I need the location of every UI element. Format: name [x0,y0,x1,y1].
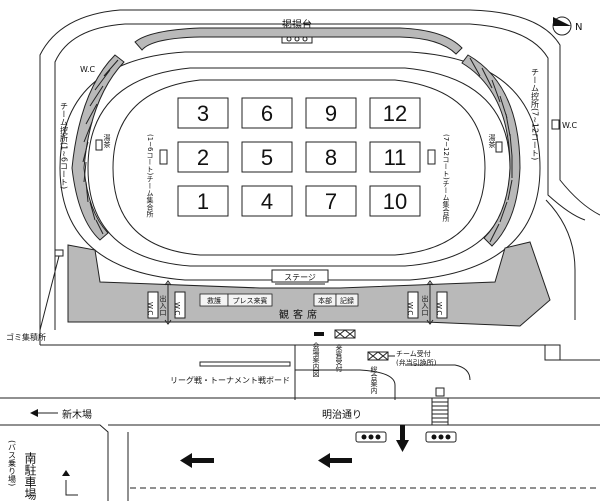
stage-label: ステージ [284,273,316,282]
svg-text:救護: 救護 [207,296,221,305]
right-gather-box [427,149,436,165]
right-gather-area: (7~12コート)チーム集合所 [442,134,450,223]
court-9 [305,97,357,129]
court-number: 5 [261,145,273,170]
court-number: 10 [383,189,407,214]
svg-text:会場案内図: 会場案内図 [312,341,320,378]
right-team-area-label: チーム控所(7~12コート) [531,68,540,160]
court-4 [241,185,293,217]
svg-text:(弁当引換所): (弁当引換所) [396,358,437,367]
court-number: 4 [261,189,273,214]
svg-text:出入口: 出入口 [159,294,167,316]
svg-text:記録: 記録 [340,296,354,305]
court-number: 3 [197,101,209,126]
left-water-station: 湯茶 [103,133,111,148]
court-3 [177,97,229,129]
crosswalk [431,387,449,426]
hq-booth: 本部 [313,293,337,307]
press-booth: プレス来賓 [227,293,273,307]
svg-text:W.C: W.C [146,302,154,315]
stand-left-wc: W.C [146,291,159,319]
right-water-station: 湯茶 [488,133,496,148]
street-curb [0,424,109,501]
svg-text:プレス来賓: プレス来賓 [233,296,268,305]
court-8 [305,141,357,173]
right-entrance: 出入口 [421,280,434,325]
left-gather-area: (1~6コート)チーム集合所 [146,134,154,218]
record-booth: 記録 [335,293,359,307]
court-number: 12 [383,101,407,126]
svg-text:本部: 本部 [318,296,332,305]
svg-text:チーム受付: チーム受付 [396,349,431,358]
left-entrance: 出入口 [159,280,172,325]
court-number: 2 [197,145,209,170]
court-7 [305,185,357,217]
svg-text:W.C: W.C [435,302,443,315]
track-inner [87,67,511,267]
garbage-box [54,249,64,257]
compass-label: N [575,22,582,33]
south-parking-label: 南駐車場 [23,451,37,501]
inner-path [54,23,586,330]
league-board: リーグ戦・トーナメント戦ボード [170,361,291,385]
arrow-left-2 [180,453,214,468]
team-reception: チーム受付 (弁当引換所) [388,349,437,367]
right-wc-label: W.C [562,121,578,130]
court-number: 7 [325,189,337,214]
compass: N [552,16,582,36]
court-12 [369,97,421,129]
left-gather-box [159,149,168,165]
svg-text:総合案内: 総合案内 [370,365,378,395]
court-11 [369,141,421,173]
court-10 [369,185,421,217]
stands-label: 観客席 [279,308,321,321]
top-stand [134,27,463,55]
court-6 [241,97,293,129]
svg-text:W.C: W.C [406,302,414,315]
garbage-label: ゴミ集積所 [6,332,46,342]
league-board-label: リーグ戦・トーナメント戦ボード [170,375,290,385]
left-water-box [95,139,103,151]
court-2 [177,141,229,173]
stand-right-wc-2: W.C [435,291,448,319]
venue-map-board: 会場案内図 [312,332,324,378]
general-info: 総合案内 [367,351,389,395]
traffic-light-left [355,431,387,443]
walkway [294,345,600,400]
south-parking: 南駐車場 (バス乗り場) [8,440,78,501]
shinkiba-label: 新木場 [62,408,92,421]
guest-reception: 来賓受付 [334,329,356,373]
court-number: 6 [261,101,273,126]
bus-stop-label: (バス乗り場) [8,440,17,486]
right-wc: W.C [551,119,578,130]
arrow-to-shinkiba: 新木場 [30,408,92,421]
right-water-box [495,141,503,153]
svg-text:出入口: 出入口 [421,294,429,316]
court-5 [241,141,293,173]
track-outer [59,51,541,281]
left-wc-top: W.C [80,65,96,74]
svg-text:W.C: W.C [173,302,181,315]
arrow-down [396,425,409,452]
left-team-area-label: チーム控所(1~6コート) [60,102,69,189]
court-1 [177,185,229,217]
traffic-light-right [425,431,457,443]
court-number: 9 [325,101,337,126]
arrow-left-1 [318,453,352,468]
meiji-label: 明治通り [322,408,362,421]
infield [112,79,486,256]
rescue-booth: 救護 [199,293,229,307]
stand-right-wc: W.C [406,291,419,319]
court-number: 11 [384,145,407,170]
right-team-area [461,54,521,247]
svg-text:来賓受付: 来賓受付 [335,344,343,373]
stage: ステージ [271,269,329,285]
site-boundary [39,9,600,360]
left-team-area [71,54,125,241]
court-number: 1 [197,189,209,214]
court-number: 8 [325,145,337,170]
stand-left-wc-2: W.C [173,291,186,319]
